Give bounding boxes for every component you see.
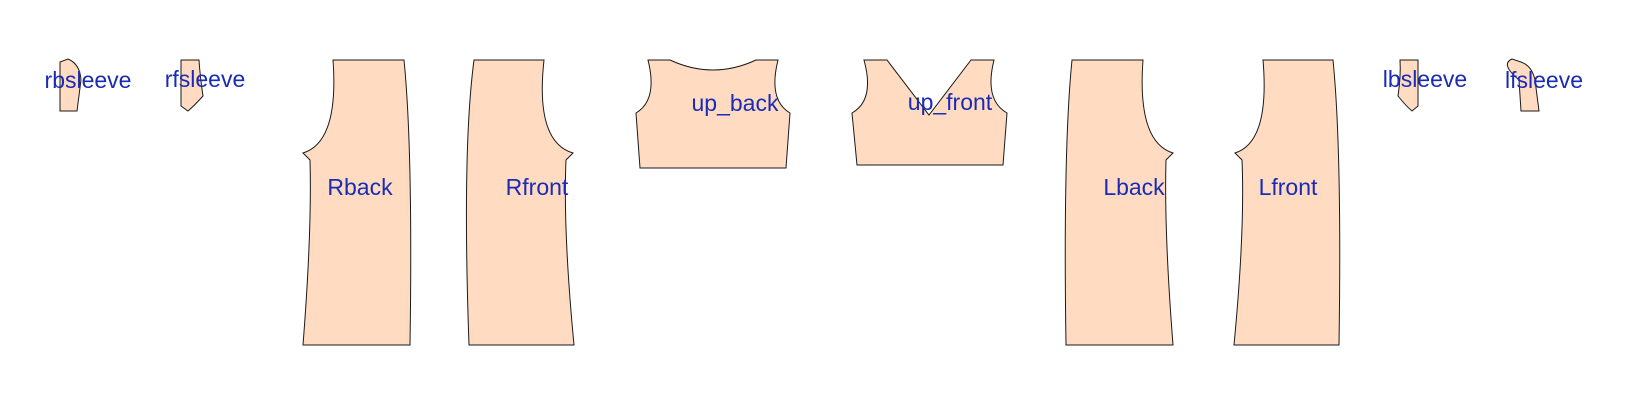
lfsleeve-shape — [1506, 58, 1540, 112]
lfsleeve-label: lfsleeve — [1505, 67, 1583, 93]
piece-up-back: up_back — [635, 59, 791, 169]
piece-rfsleeve: rfsleeve — [165, 59, 246, 112]
rfront-shape — [465, 59, 575, 346]
rback-label: Rback — [327, 174, 393, 200]
up-front-shape — [851, 59, 1008, 166]
up-back-shape — [635, 59, 791, 169]
piece-rback: Rback — [302, 59, 412, 346]
up-front-label: up_front — [908, 89, 993, 115]
piece-rfront: Rfront — [465, 59, 575, 346]
lback-label: Lback — [1103, 174, 1165, 200]
piece-rbsleeve: rbsleeve — [45, 58, 132, 112]
piece-lbsleeve: lbsleeve — [1383, 59, 1467, 112]
rfsleeve-shape — [180, 59, 204, 112]
rback-shape — [302, 59, 412, 346]
rbsleeve-shape — [59, 58, 82, 112]
lbsleeve-shape — [1397, 59, 1419, 112]
lfront-label: Lfront — [1259, 174, 1318, 200]
up-back-label: up_back — [692, 90, 779, 116]
lback-shape — [1064, 59, 1174, 346]
rfront-label: Rfront — [506, 174, 569, 200]
piece-up-front: up_front — [851, 59, 1008, 166]
piece-lback: Lback — [1064, 59, 1174, 346]
lbsleeve-label: lbsleeve — [1383, 66, 1467, 92]
rbsleeve-label: rbsleeve — [45, 67, 132, 93]
lfront-shape — [1233, 59, 1341, 346]
piece-lfsleeve: lfsleeve — [1505, 58, 1583, 112]
piece-lfront: Lfront — [1233, 59, 1341, 346]
rfsleeve-label: rfsleeve — [165, 66, 246, 92]
